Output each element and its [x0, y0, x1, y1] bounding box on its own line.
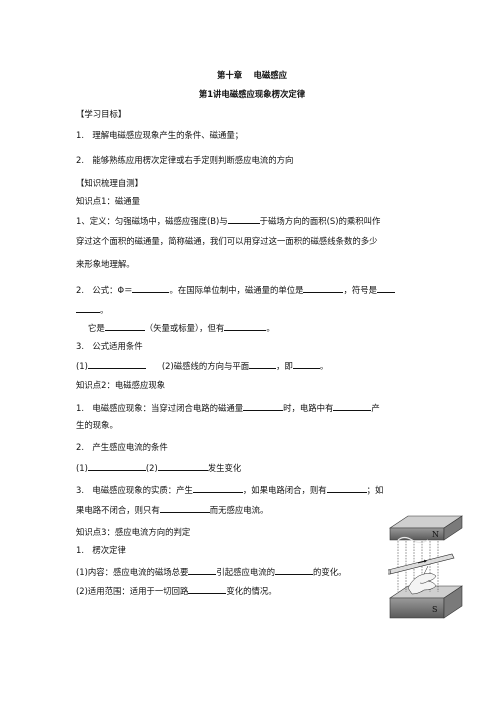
kp1-definition-line3: 来形象地理解。: [76, 259, 135, 269]
answer-blank[interactable]: [87, 359, 146, 369]
answer-blank[interactable]: [157, 461, 208, 471]
kp3-content-text-a: (1)内容：感应电流的磁场总要: [76, 567, 189, 577]
magnet-figure: N S: [388, 515, 463, 619]
south-label: S: [432, 605, 437, 614]
kp2-3-text-c: ；如: [366, 485, 384, 495]
kp3-content-text-b: 引起感应电流的: [216, 567, 275, 577]
answer-blank[interactable]: [87, 461, 146, 471]
answer-blank[interactable]: [192, 483, 243, 493]
goal-2: 2. 能够熟练应用楞次定律或右手定则判断感应电流的方向: [76, 155, 294, 165]
kp1-type-text-b: （矢量或标量），但有: [144, 323, 225, 333]
kp2-item1-line1: 1. 电磁感应现象：当穿过闭合电路的磁通量 时，电路中有 产: [76, 401, 380, 414]
kp1-cond-text-c: ，即: [276, 361, 293, 371]
answer-blank[interactable]: [159, 503, 210, 513]
answer-blank[interactable]: [132, 283, 170, 293]
kp2-2-text-a: (1): [76, 463, 88, 473]
kp2-3-line2-text-b: 而无感应电流。: [209, 505, 269, 515]
lesson-title: 第1讲电磁感应现象楞次定律: [198, 89, 306, 99]
answer-blank[interactable]: [333, 401, 372, 411]
right-hand-sketch: [407, 565, 437, 595]
kp1-definition-line1: 1、定义：匀强磁场中，磁感应强度(B)与 于磁场方向的面积(S)的乘积叫作: [76, 214, 380, 227]
kp2-3-text-b: ，如果电路闭合，则有: [242, 485, 327, 495]
kp1-def-text-a: 1、定义：匀强磁场中，磁感应强度(B)与: [76, 216, 228, 226]
kp1-type-text-a: 它是: [88, 323, 105, 333]
answer-blank[interactable]: [188, 565, 217, 575]
answer-blank[interactable]: [227, 214, 260, 224]
answer-blank[interactable]: [243, 401, 284, 411]
kp1-def-text-b: 于磁场方向的面积(S)的乘积叫作: [259, 216, 381, 226]
kp3-content-text-c: 的变化。: [313, 567, 347, 577]
kp1-formula-line: 2. 公式：Φ＝ 。在国际单位制中，磁通量的单位是 ，符号是: [76, 283, 395, 296]
goal-1: 1. 理解电磁感应现象产生的条件、磁通量；: [76, 130, 244, 140]
answer-blank[interactable]: [188, 584, 227, 594]
kp3-item1-heading: 1. 楞次定律: [76, 545, 126, 555]
kp3-scope-text-b: 变化的情况。: [226, 586, 277, 596]
north-pole-block: [389, 515, 463, 544]
kp1-formula-line2: 。: [76, 303, 108, 316]
answer-blank[interactable]: [303, 283, 344, 293]
kp2-2-text-b: (2): [145, 463, 158, 473]
kp2-item2-line: (1) (2) 发生变化: [76, 461, 241, 474]
kp2-1-text-b: 时，电路中有: [283, 403, 334, 413]
answer-blank[interactable]: [104, 321, 145, 331]
kp1-type-text-c: 。: [266, 323, 275, 333]
kp1-cond-text-b: (2)磁感线的方向与平面: [161, 361, 250, 371]
kp3-scope-line: (2)适用范围：适用于一切回路 变化的情况。: [76, 584, 277, 597]
kp1-formula-end: 。: [100, 305, 109, 315]
kp2-heading: 知识点2：电磁感应现象: [76, 380, 166, 390]
kp1-formula-text-a: 2. 公式：Φ＝: [76, 285, 133, 295]
kp1-cond-text-d: 。: [319, 361, 329, 371]
answer-blank[interactable]: [224, 321, 267, 331]
kp2-3-line2-text-a: 果电路不闭合，则只有: [76, 505, 160, 515]
kp2-1-text-c: 产: [371, 403, 380, 413]
kp1-cond-text-a: (1): [76, 361, 88, 371]
kp2-item3-line1: 3. 电磁感应现象的实质：产生 ，如果电路闭合，则有 ；如: [76, 483, 383, 496]
kp1-formula-text-c: ，符号是: [343, 285, 377, 295]
kp2-3-text-a: 3. 电磁感应现象的实质：产生: [76, 485, 193, 495]
kp3-content-line: (1)内容：感应电流的磁场总要 引起感应电流的 的变化。: [76, 565, 347, 578]
kp1-definition-line2: 穿过这个面积的磁通量，简称磁通，我们可以用穿过这一面积的磁感线条数的多少: [76, 236, 378, 246]
section-knowledge-heading: 【知识梳理自测】: [76, 178, 143, 188]
answer-blank[interactable]: [292, 359, 320, 369]
chapter-title: 第十章 电磁感应: [217, 70, 287, 80]
conductor-rod: [388, 553, 455, 575]
answer-blank[interactable]: [76, 303, 100, 313]
section-goals-heading: 【学习目标】: [76, 109, 127, 119]
answer-blank[interactable]: [275, 565, 313, 575]
kp1-heading: 知识点1：磁通量: [76, 196, 140, 206]
kp3-heading: 知识点3：感应电流方向的判定: [76, 527, 191, 537]
kp1-type-line: 它是 （矢量或标量），但有 。: [88, 321, 275, 334]
kp3-scope-text-a: (2)适用范围：适用于一切回路: [76, 586, 189, 596]
kp1-conditions-heading: 3. 公式适用条件: [76, 341, 143, 351]
kp2-item2-heading: 2. 产生感应电流的条件: [76, 442, 168, 452]
answer-blank[interactable]: [376, 283, 395, 293]
answer-blank[interactable]: [326, 483, 367, 493]
answer-blank[interactable]: [249, 359, 277, 369]
kp2-item1-line2: 生的现象。: [76, 420, 118, 430]
kp1-formula-text-b: 。在国际单位制中，磁通量的单位是: [169, 285, 304, 295]
kp2-1-text-a: 1. 电磁感应现象：当穿过闭合电路的磁通量: [76, 403, 244, 413]
kp2-item3-line2: 果电路不闭合，则只有 而无感应电流。: [76, 503, 268, 516]
kp2-2-text-c: 发生变化: [207, 463, 242, 473]
north-label: N: [432, 530, 439, 539]
kp1-conditions-line: (1) (2)磁感线的方向与平面 ，即 。: [76, 359, 328, 372]
south-pole-block: [389, 585, 463, 619]
